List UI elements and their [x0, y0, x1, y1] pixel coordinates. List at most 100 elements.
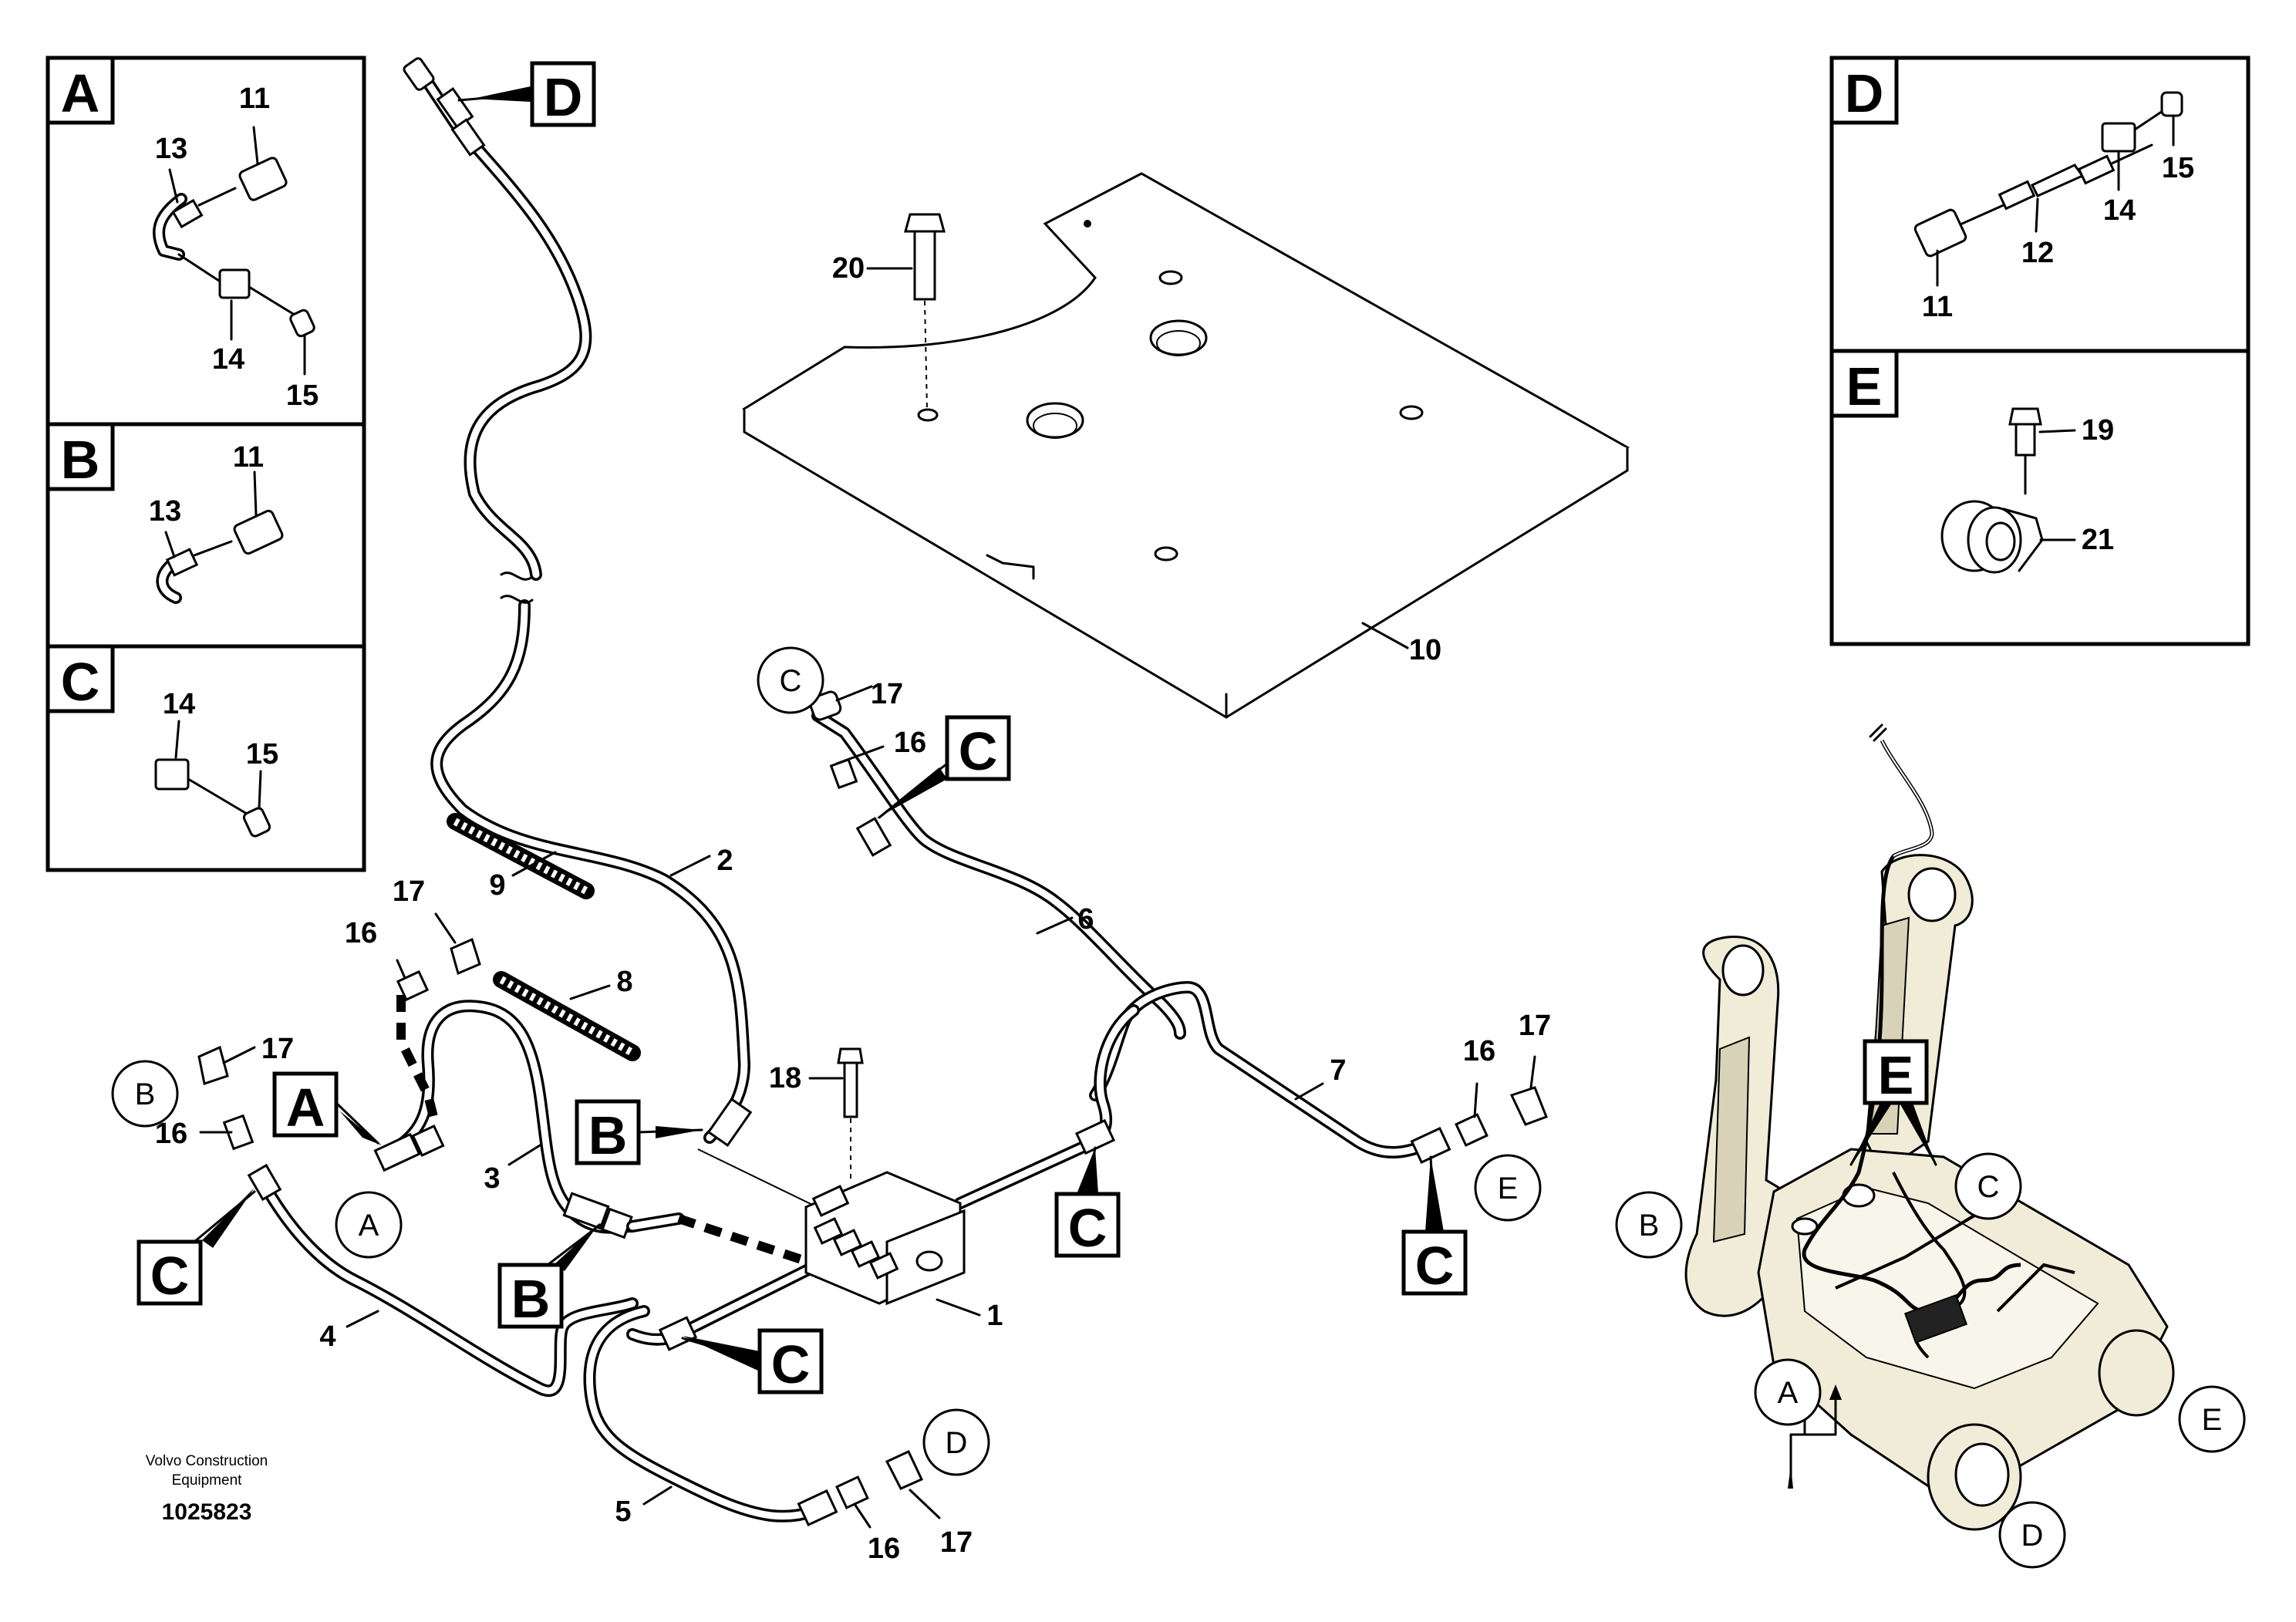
- hose-4: 4: [247, 1163, 639, 1397]
- inset-e-label-21: 21: [2082, 524, 2114, 556]
- inset-d-label-14: 14: [2103, 194, 2136, 227]
- circle-ref-a-left: A: [335, 1191, 403, 1259]
- circle-ref-a-machine: A: [1754, 1358, 1822, 1426]
- label-17c: 17: [871, 678, 903, 710]
- svg-text:C: C: [771, 1334, 811, 1394]
- label-16b: 16: [345, 917, 377, 949]
- label-2: 2: [716, 845, 733, 877]
- inset-d-letter: D: [1845, 63, 1884, 123]
- inset-e-label-19: 19: [2082, 414, 2114, 447]
- label-18: 18: [769, 1062, 801, 1094]
- inset-d-label-15: 15: [2162, 152, 2194, 184]
- inset-d-label-12: 12: [2021, 237, 2054, 269]
- label-8: 8: [616, 966, 632, 998]
- inset-d-label-11: 11: [1922, 291, 1953, 323]
- inset-a-label-13: 13: [155, 133, 187, 165]
- tag-c-low: C: [681, 1328, 824, 1394]
- label-16e: 16: [1463, 1035, 1495, 1067]
- inset-panel-a: A 11 13 14 15: [46, 56, 366, 427]
- hose-connection-right: [954, 1004, 1140, 1209]
- tag-c-mid: C: [1054, 1146, 1121, 1258]
- machine-overview: E: [1684, 723, 2175, 1531]
- inset-a-letter: A: [61, 63, 100, 123]
- circle-ref-c-machine: C: [1954, 1152, 2022, 1220]
- label-4: 4: [319, 1320, 335, 1353]
- inset-c-letter: C: [61, 652, 100, 712]
- tag-c-left: C: [137, 1188, 256, 1306]
- svg-text:C: C: [150, 1246, 190, 1306]
- label-9: 9: [489, 869, 505, 902]
- inset-panel-b: B 11 13: [46, 422, 366, 649]
- caption-line-2: Equipment: [172, 1472, 243, 1489]
- inset-a-label-14: 14: [212, 343, 244, 376]
- svg-text:E: E: [1498, 1172, 1519, 1206]
- label-6: 6: [1077, 903, 1094, 936]
- tag-c-right: C: [1401, 1155, 1468, 1296]
- hose-5: 5 16 17: [583, 1305, 973, 1565]
- label-17a: 17: [261, 1033, 294, 1065]
- circle-ref-b-left: B: [111, 1060, 179, 1128]
- tag-b-mid: B: [575, 1099, 703, 1165]
- label-17b: 17: [393, 875, 425, 908]
- label-16c: 16: [894, 727, 926, 759]
- inset-panel-d: D 15 14 12 11: [1829, 56, 2250, 353]
- svg-text:B: B: [1639, 1209, 1660, 1243]
- caption-line-1: Volvo Construction: [146, 1453, 268, 1469]
- svg-text:C: C: [780, 664, 802, 698]
- inset-a-label-11: 11: [239, 83, 270, 115]
- inset-b-letter: B: [61, 430, 100, 490]
- valve-block-1: 1: [804, 1171, 1003, 1332]
- svg-text:D: D: [2021, 1519, 2044, 1553]
- caption: Volvo Construction Equipment 1025823: [146, 1453, 268, 1525]
- sleeve-8: 8: [493, 966, 641, 1061]
- inset-b-label-11: 11: [233, 441, 264, 474]
- svg-text:A: A: [286, 1077, 325, 1138]
- fittings-upper: 16 17: [345, 875, 481, 1002]
- label-20: 20: [832, 252, 865, 285]
- tag-e-machine: E: [1878, 1045, 1914, 1105]
- label-10: 10: [1409, 634, 1441, 666]
- fittings-left: 17 16: [155, 1033, 294, 1151]
- tag-a: A: [272, 1071, 382, 1145]
- circle-ref-b-machine: B: [1615, 1191, 1683, 1259]
- svg-text:E: E: [2202, 1403, 2223, 1437]
- svg-text:C: C: [1977, 1170, 2000, 1204]
- svg-text:C: C: [1068, 1198, 1108, 1258]
- label-1: 1: [986, 1300, 1003, 1332]
- svg-text:B: B: [511, 1269, 551, 1329]
- inset-c-label-14: 14: [163, 688, 195, 720]
- svg-text:D: D: [946, 1426, 968, 1460]
- inset-panel-e: E 19 21: [1829, 349, 2250, 646]
- inset-a-label-15: 15: [286, 379, 319, 412]
- svg-text:B: B: [588, 1105, 628, 1165]
- label-17d: 17: [940, 1526, 973, 1559]
- svg-text:D: D: [544, 67, 583, 127]
- bolt-20: 20: [832, 213, 946, 410]
- label-3: 3: [484, 1162, 500, 1195]
- sleeve-9: 9: [447, 813, 595, 902]
- hose-a-dashed: [373, 995, 445, 1172]
- inset-panel-c: C 14 15: [46, 644, 366, 872]
- label-7: 7: [1330, 1054, 1346, 1087]
- circle-ref-d-bottom: D: [922, 1408, 990, 1476]
- inset-c-label-15: 15: [246, 738, 278, 771]
- caption-number: 1025823: [162, 1499, 252, 1525]
- label-17e: 17: [1519, 1010, 1551, 1042]
- tag-b-low: B: [497, 1222, 602, 1329]
- tag-c-top: C: [875, 715, 1011, 819]
- svg-text:C: C: [959, 721, 998, 781]
- bolt-18: 18: [769, 1047, 864, 1180]
- circle-ref-e-right: E: [1474, 1154, 1542, 1222]
- plate-assembly: 10: [742, 172, 1630, 719]
- hose-3: 3: [387, 1000, 819, 1270]
- hose-connection-left: [626, 1251, 839, 1351]
- tag-d-top: D: [457, 61, 596, 127]
- inset-e-letter: E: [1846, 356, 1883, 416]
- svg-text:A: A: [1778, 1376, 1799, 1410]
- svg-text:B: B: [135, 1077, 156, 1111]
- svg-text:A: A: [359, 1209, 379, 1243]
- circle-ref-c-top: C: [757, 646, 824, 714]
- label-5: 5: [615, 1496, 631, 1528]
